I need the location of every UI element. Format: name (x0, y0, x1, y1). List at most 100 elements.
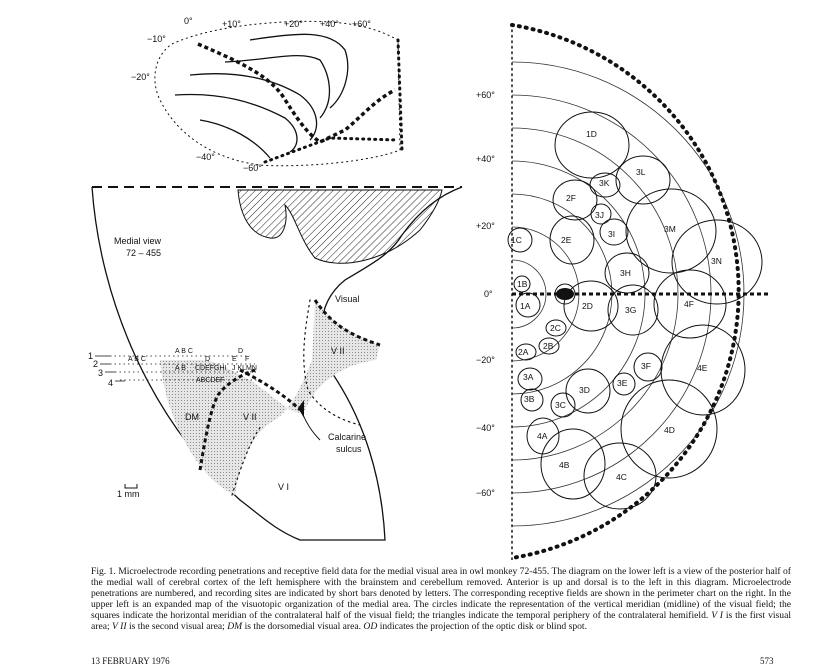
map-label-minus40: −40° (196, 152, 215, 162)
receptive-field-label: 4A (537, 431, 548, 441)
receptive-field-4c (583, 442, 657, 510)
caption-text-2: is the first visual area; (91, 610, 792, 633)
medial-view-diagram: Medial view 72 – 455 Visual V II V II DM… (88, 186, 463, 541)
receptive-field-3d (565, 368, 611, 414)
receptive-field-label: 3J (595, 210, 604, 220)
dm-boundary-squares (239, 368, 302, 412)
penetration-4: 4 (108, 378, 113, 388)
receptive-field-label: 4F (684, 299, 694, 309)
receptive-field-label: 3A (523, 372, 534, 382)
receptive-field-2d (563, 280, 619, 332)
caption-text-4: is the dorsomedial visual area. (244, 621, 362, 633)
receptive-field-2e (549, 215, 595, 265)
receptive-field-label: 1C (511, 235, 522, 245)
chart-label-plus40: +40° (476, 154, 495, 164)
map-outline (154, 20, 401, 167)
horizontal-meridian-squares (197, 42, 396, 145)
caption-text-5: indicates the projection of the optic di… (379, 621, 587, 633)
receptive-field-label: 4B (559, 460, 570, 470)
receptive-field-4e (660, 324, 746, 416)
receptive-field-3a (517, 367, 543, 391)
receptive-field-label: 2B (543, 341, 554, 351)
map-label-plus10: +10° (222, 19, 241, 29)
chart-label-minus40: −40° (476, 423, 495, 433)
receptive-field-1c (507, 227, 533, 253)
receptive-field-4f (653, 269, 727, 339)
receptive-field-label: 4E (697, 363, 708, 373)
receptive-field-3e (612, 372, 636, 396)
receptive-field-label: 3L (636, 167, 646, 177)
receptive-field-label: 3D (579, 385, 590, 395)
sites-2-f: F (245, 356, 249, 363)
caption-fig-label: Fig. 1. (91, 566, 116, 577)
receptive-field-3f (633, 352, 663, 382)
map-label-0: 0° (184, 16, 193, 26)
receptive-field-label: 4D (664, 425, 675, 435)
sites-3-ab: A B (175, 365, 186, 372)
receptive-field-label: 1D (586, 129, 597, 139)
receptive-field-2a (515, 343, 537, 361)
receptive-field-label: 3E (617, 378, 628, 388)
caption-text-3: is the second visual area; (128, 621, 225, 633)
medial-view-id: 72 – 455 (126, 248, 161, 258)
receptive-field-2b (538, 337, 560, 355)
sites-3-jklmn: J KLMN (232, 365, 257, 372)
cut-section-hatched (237, 189, 443, 264)
receptive-field-label: 3B (524, 394, 535, 404)
figure-illustration: 0° +10° +20° +40° +60° −10° −20° −40° −6… (88, 16, 770, 560)
receptive-field-label: 1A (520, 301, 531, 311)
area-vii-stipple (160, 300, 380, 495)
caption-text-1: Microelectrode recording penetrations an… (91, 566, 791, 622)
visual-label: Visual (335, 294, 359, 304)
chart-label-plus20: +20° (476, 221, 495, 231)
receptive-field-label: 3C (555, 400, 566, 410)
receptive-field-1b (513, 275, 531, 293)
chart-label-0: 0° (484, 289, 493, 299)
receptive-field-label: 2F (566, 193, 576, 203)
map-label-minus60: −60° (243, 163, 262, 173)
receptive-field-label: 2A (518, 347, 529, 357)
sulcus-label: sulcus (336, 444, 362, 454)
optic-disk (556, 288, 574, 300)
map-label-plus20: +20° (284, 19, 303, 29)
receptive-field-od (554, 283, 576, 305)
visuotopic-map: 0° +10° +20° +40° +60° −10° −20° −40° −6… (131, 16, 404, 173)
receptive-field-label: 3G (625, 305, 636, 315)
map-label-plus40: +40° (320, 19, 339, 29)
receptive-field-label: 4C (616, 472, 627, 482)
receptive-field-1a (515, 292, 541, 318)
receptive-field-3g (607, 284, 659, 336)
map-label-plus60: +60° (352, 19, 371, 29)
receptive-field-3b (520, 388, 544, 412)
receptive-field-3n (671, 219, 763, 305)
caption-vii-term: V II (112, 621, 127, 633)
calcarine-pointer (301, 411, 321, 441)
medial-view-title: Medial view (114, 236, 162, 246)
periphery-triangles (263, 38, 404, 164)
receptive-field-label: 3I (608, 229, 615, 239)
sites-2-d: D (205, 356, 210, 363)
receptive-field-4d (620, 379, 718, 479)
receptive-field-label: 3N (711, 256, 722, 266)
calcarine-label: Calcarine (328, 432, 366, 442)
penetration-1: 1 (88, 351, 93, 361)
sites-1-d: D (238, 348, 243, 355)
receptive-field-label: 3H (620, 268, 631, 278)
penetration-leaders (95, 355, 125, 382)
receptive-field-4b (540, 428, 606, 500)
page-number: 573 (760, 656, 774, 666)
caption-od-term: OD (363, 621, 378, 633)
isoeccentricity-lines (174, 33, 349, 159)
sites-4-abcdef: ABCDEF (196, 377, 224, 384)
receptive-field-label: 2E (561, 235, 572, 245)
dm-vii-boundary (198, 368, 256, 471)
receptive-field-label: 3K (599, 178, 610, 188)
sites-2-abc: A B C (128, 356, 146, 363)
chart-label-minus20: −20° (476, 355, 495, 365)
caption-vi-term: V I (711, 610, 723, 622)
receptive-field-3m (625, 188, 717, 274)
receptive-field-label: 1B (517, 279, 528, 289)
receptive-field-label: 3M (664, 224, 676, 234)
scale-bar (124, 484, 138, 489)
sites-1-abc: A B C (175, 348, 193, 355)
